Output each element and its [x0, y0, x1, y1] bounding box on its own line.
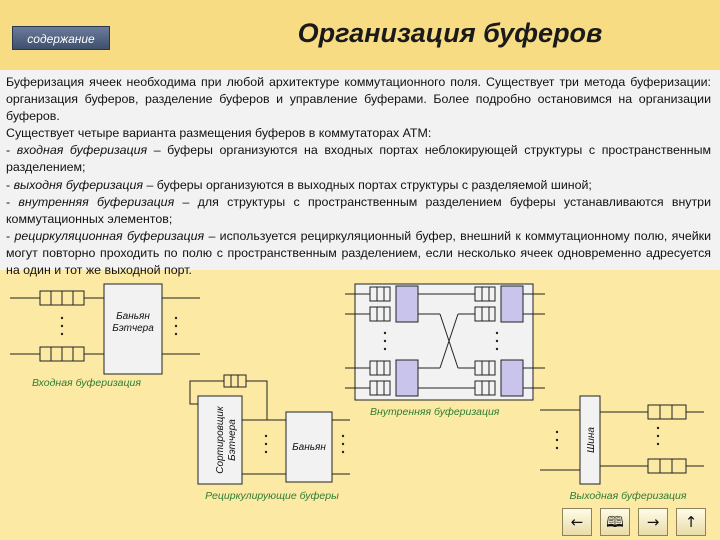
bus-label: Шина	[586, 427, 597, 453]
recirc-buffers-label: Рециркулирующие буферы	[205, 490, 339, 502]
recirculation-buffering-diagram	[189, 374, 350, 485]
back-button[interactable]: ←	[562, 508, 592, 536]
arrow-up-icon: ↑	[684, 513, 698, 531]
input-buffering-label: Входная буферизация	[32, 377, 141, 389]
page-title: Организация буферов	[297, 18, 603, 48]
output-buffering-diagram	[540, 395, 704, 485]
list-item-input: - входная буферизация – буферы организую…	[6, 143, 711, 175]
paragraph-variants: Существует четыре варианта размещения бу…	[6, 126, 432, 141]
banyan-batcher-label-1: Баньян	[116, 311, 150, 322]
list-item-recirculation: - рециркуляционная буферизация – использ…	[6, 228, 711, 278]
header-bar: содержание Организация буферов	[0, 0, 720, 70]
output-buffering-label: Выходная буферизация	[569, 490, 686, 502]
list-item-output: - выходня буферизация – буферы организую…	[6, 177, 592, 192]
banyan-label: Баньян	[292, 442, 326, 453]
arrow-right-icon: →	[646, 513, 660, 531]
book-icon: 🕮	[606, 513, 624, 531]
text-panel	[0, 70, 720, 270]
banyan-batcher-block	[103, 283, 163, 375]
internal-buffering-diagram	[345, 283, 545, 401]
internal-buffering-label: Внутренняя буферизация	[370, 406, 500, 418]
input-buffering-diagram	[10, 283, 200, 375]
toc-button[interactable]: содержание	[12, 26, 110, 50]
body-text: Буферизация ячеек необходима при любой а…	[6, 74, 711, 279]
sorting-batcher-label-2: Бэтчера	[227, 419, 238, 461]
up-button[interactable]: ↑	[676, 508, 706, 536]
ellipsis-dots	[60, 316, 660, 454]
bus-block	[579, 395, 601, 485]
buffering-diagram: Баньян Бэтчера Входная буферизация Внутр…	[10, 283, 704, 502]
sorting-batcher-label-1: Сортировщик	[215, 405, 226, 474]
forward-button[interactable]: →	[638, 508, 668, 536]
banyan-batcher-label-2: Бэтчера	[112, 323, 154, 334]
book-button[interactable]: 🕮	[600, 508, 630, 536]
banyan-block	[285, 411, 333, 483]
list-item-internal: - внутренняя буферизация – для структуры…	[6, 194, 711, 226]
paragraph-intro: Буферизация ячеек необходима при любой а…	[6, 75, 711, 124]
arrow-left-icon: ←	[570, 513, 584, 531]
sorting-batcher-block	[197, 395, 243, 485]
